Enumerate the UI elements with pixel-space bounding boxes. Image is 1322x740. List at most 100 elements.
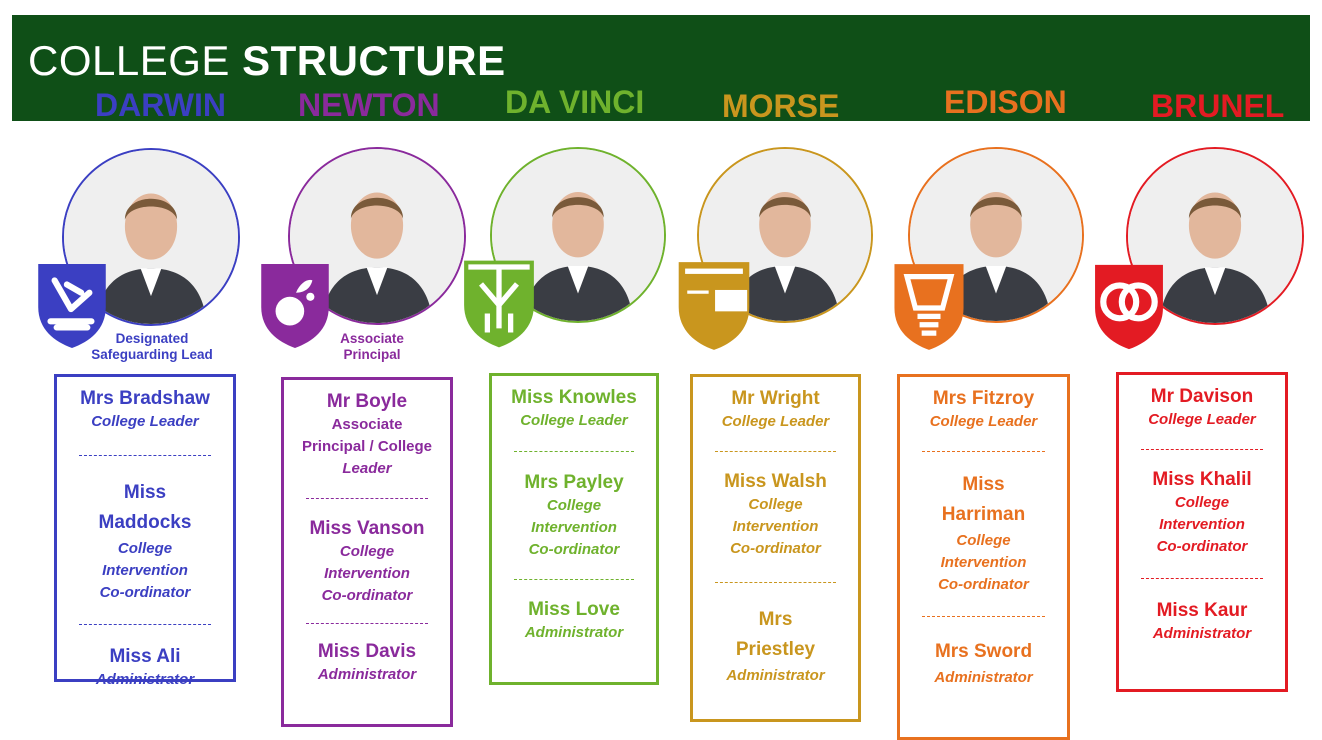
- vitruvian-icon: [462, 258, 536, 355]
- staff-divider: [922, 616, 1045, 617]
- staff-name: Miss Khalil: [1152, 469, 1252, 490]
- caption-line: Principal: [343, 347, 401, 362]
- staff-role: Administrator: [95, 671, 195, 688]
- title-banner: [12, 15, 1310, 121]
- portrait-photo: [288, 147, 466, 325]
- staff-role: Co-ordinator: [99, 584, 191, 601]
- telegraph-icon: [676, 260, 752, 357]
- staff-role: Intervention: [102, 562, 188, 579]
- apple-icon: [258, 262, 332, 355]
- microscope-icon: [36, 262, 108, 355]
- staff-divider: [715, 451, 836, 452]
- staff-role: Intervention: [1159, 516, 1245, 533]
- staff-role: College Leader: [929, 413, 1038, 430]
- staff-divider: [1141, 449, 1263, 450]
- staff-name: Miss Knowles: [511, 387, 637, 408]
- staff-divider: [79, 624, 211, 625]
- staff-role: Intervention: [324, 565, 410, 582]
- staff-role: College Leader: [91, 413, 199, 430]
- staff-role: Intervention: [531, 519, 617, 536]
- staff-role: Co-ordinator: [321, 587, 413, 604]
- staff-role: College Leader: [721, 413, 830, 430]
- caption-line: Associate: [340, 331, 404, 346]
- staff-role: College Leader: [520, 412, 628, 429]
- staff-name: Mr Davison: [1150, 386, 1254, 407]
- portrait-photo: [490, 147, 666, 323]
- staff-role: Co-ordinator: [1156, 538, 1248, 555]
- caption-line: Safeguarding Lead: [91, 347, 213, 362]
- staff-role: Intervention: [940, 554, 1027, 571]
- staff-name: Mrs Payley: [524, 472, 624, 493]
- staff-divider: [514, 451, 634, 452]
- staff-name: Mrs Fitzroy: [932, 388, 1035, 409]
- page-title: COLLEGE STRUCTURE: [28, 37, 506, 84]
- staff-role: Administrator: [524, 624, 624, 641]
- staff-name: Miss Vanson: [309, 518, 425, 539]
- staff-name: Miss Maddocks: [98, 482, 192, 533]
- college-name: DA VINCI: [505, 84, 645, 120]
- staff-role: College Leader: [1148, 411, 1256, 428]
- staff-role: College: [956, 532, 1011, 549]
- college-name: BRUNEL: [1151, 88, 1285, 124]
- staff-name: Mrs Bradshaw: [80, 388, 210, 409]
- college-name: NEWTON: [298, 87, 440, 123]
- staff-name: Mr Boyle: [326, 391, 408, 412]
- staff-role: Administrator: [726, 667, 825, 684]
- staff-divider: [922, 451, 1045, 452]
- staff-name: Mrs Priestley: [735, 609, 816, 660]
- staff-divider: [306, 623, 428, 624]
- staff-role: Administrator: [1152, 625, 1252, 642]
- staff-name: Miss Love: [528, 599, 620, 620]
- staff-name: Mrs Sword: [934, 641, 1033, 662]
- staff-name: Mr Wright: [731, 388, 820, 409]
- staff-role: Principal / College: [301, 438, 433, 455]
- staff-role: Intervention: [732, 518, 819, 535]
- staff-role: College: [748, 496, 803, 513]
- staff-name: Miss Davis: [317, 641, 417, 662]
- college-name: DARWIN: [95, 87, 226, 123]
- staff-role: College: [1174, 494, 1230, 511]
- staff-role: Associate: [331, 416, 403, 433]
- staff-name: Miss Kaur: [1156, 600, 1248, 621]
- staff-divider: [514, 579, 634, 580]
- interlocking-rings-icon: [1093, 262, 1165, 357]
- staff-divider: [306, 498, 428, 499]
- staff-divider: [715, 582, 836, 583]
- staff-role: Administrator: [934, 669, 1033, 686]
- staff-divider: [79, 455, 211, 456]
- lightbulb-icon: [892, 262, 966, 357]
- staff-name: Miss Walsh: [724, 471, 827, 492]
- portrait-photo: [697, 147, 873, 323]
- staff-role: Co-ordinator: [528, 541, 620, 558]
- staff-name: Miss Harriman: [941, 474, 1026, 525]
- staff-role: Administrator: [317, 666, 417, 683]
- staff-role: Leader: [342, 460, 392, 477]
- staff-role: Co-ordinator: [730, 540, 821, 557]
- staff-name: Miss Ali: [109, 646, 181, 667]
- staff-divider: [1141, 578, 1263, 579]
- caption-line: Designated: [115, 331, 189, 346]
